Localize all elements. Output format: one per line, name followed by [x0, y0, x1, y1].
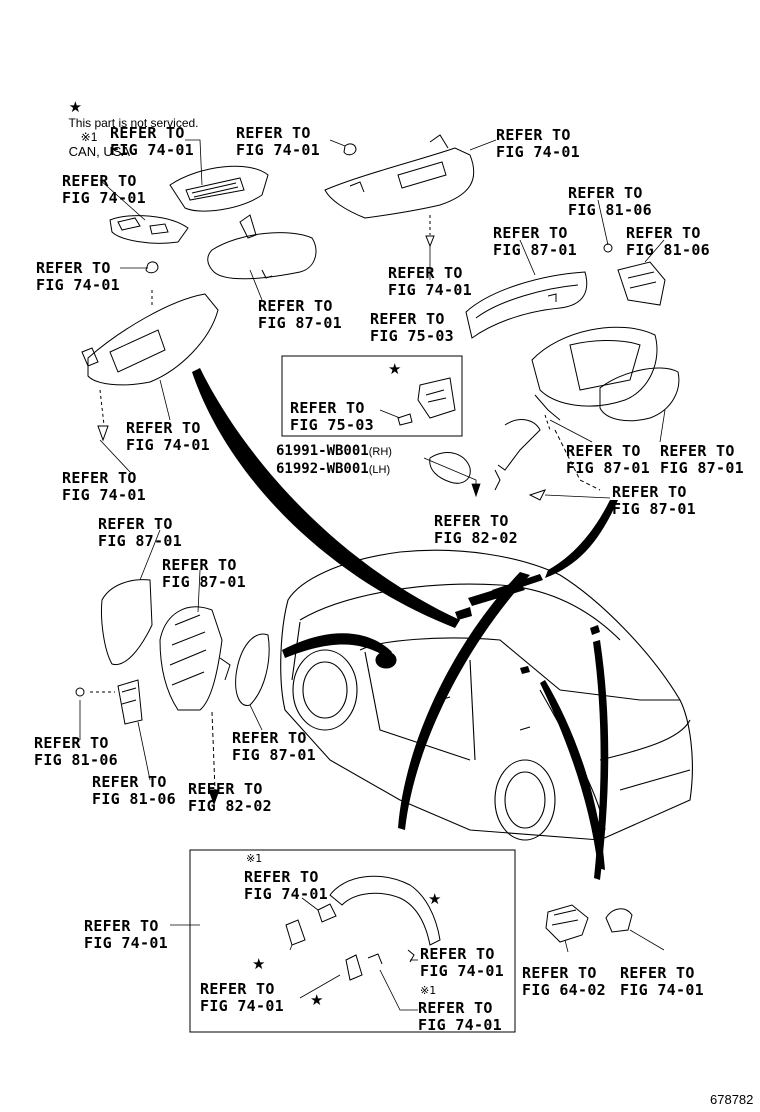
legend-star-icon: ★	[68, 99, 83, 116]
front-wheel	[292, 649, 358, 731]
car-body	[280, 549, 693, 841]
leader-lines	[79, 139, 666, 1011]
detail-box-lower	[189, 849, 516, 1033]
part-number-rh[interactable]: 61991-WB001(RH)	[276, 443, 392, 459]
sun-visor-upper	[324, 134, 475, 248]
key-switch-part	[397, 377, 456, 426]
part-number-lh[interactable]: 61992-WB001(LH)	[276, 461, 391, 477]
outside-mirror-left	[75, 579, 270, 806]
detail-box-upper	[281, 355, 463, 437]
not-serviced-star-icon: ★	[388, 360, 402, 378]
side-marker-lamp	[603, 243, 666, 306]
rear-view-mirror	[207, 214, 317, 280]
mirror-on-car	[375, 651, 397, 669]
pointer-arrow-mirror-left	[282, 633, 392, 658]
pointer-arrow-lower-mid	[540, 680, 605, 870]
legend-row: ★ This part is not serviced. ※1 CAN, USA	[62, 84, 199, 159]
sun-visor-lower	[81, 290, 219, 442]
car-roof-parts	[455, 574, 600, 674]
pointer-arrow-mirror-right	[545, 500, 618, 578]
market-mark: ※1	[246, 852, 263, 865]
not-serviced-star-icon: ★	[252, 955, 266, 973]
overhead-console	[109, 165, 269, 244]
console-lens	[109, 215, 189, 244]
legend-not-serviced: This part is not serviced.	[68, 116, 199, 130]
clip-parts	[145, 143, 357, 274]
assist-grip	[285, 875, 441, 981]
not-serviced-star-icon: ★	[310, 991, 324, 1009]
switch-assembly	[545, 904, 633, 943]
rear-wheel	[494, 759, 556, 841]
legend-market-mark: ※1	[80, 130, 98, 144]
not-serviced-star-icon: ★	[428, 890, 442, 908]
outside-mirror-right	[494, 326, 680, 501]
legend-market: CAN, USA	[68, 144, 131, 159]
seal-piece	[429, 452, 471, 484]
roof-garnish	[465, 271, 588, 339]
market-mark: ※1	[420, 984, 437, 997]
diagram-id: 678782	[710, 1092, 754, 1107]
